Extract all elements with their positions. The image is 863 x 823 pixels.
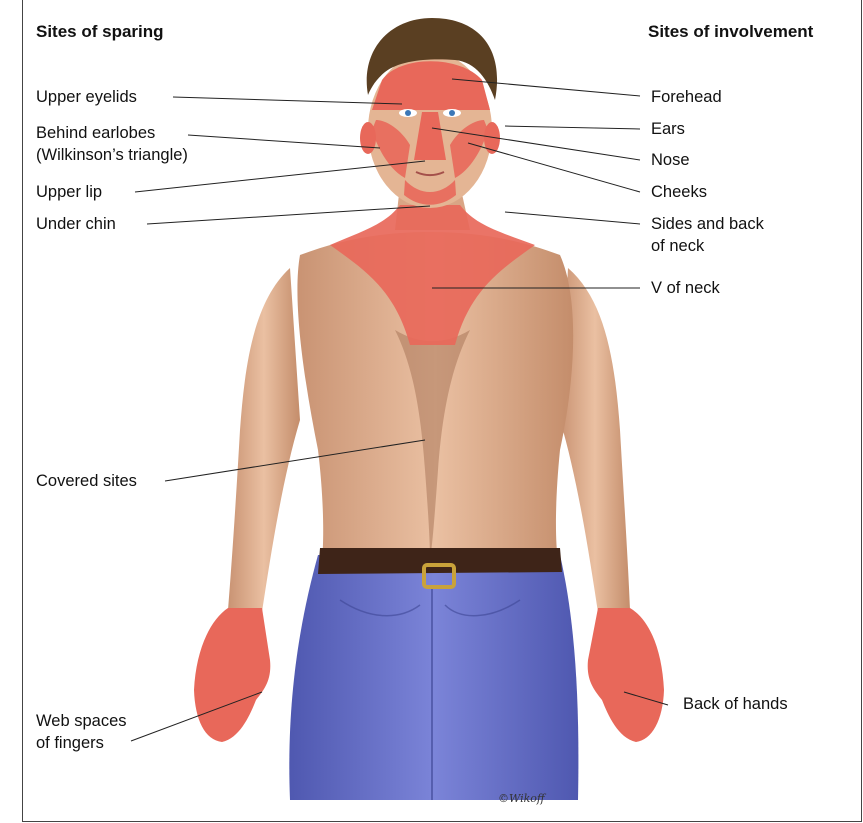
label-covered-sites: Covered sites xyxy=(36,470,137,492)
ear-left xyxy=(360,122,376,154)
label-upper-eyelids: Upper eyelids xyxy=(36,86,137,108)
label-neck-sides: Sides and back of neck xyxy=(651,213,764,257)
label-nose: Nose xyxy=(651,149,690,171)
belt xyxy=(318,548,562,574)
label-behind-earlobes: Behind earlobes (Wilkinson’s triangle) xyxy=(36,122,188,166)
label-web-spaces: Web spaces of fingers xyxy=(36,710,127,754)
label-under-chin: Under chin xyxy=(36,213,116,235)
label-upper-lip: Upper lip xyxy=(36,181,102,203)
sparing-header: Sites of sparing xyxy=(36,22,164,42)
label-back-hands: Back of hands xyxy=(683,693,788,715)
right-hand xyxy=(588,608,664,742)
label-ears: Ears xyxy=(651,118,685,140)
jeans xyxy=(289,555,578,800)
signature: ©Wikoff xyxy=(498,792,547,805)
involvement-header: Sites of involvement xyxy=(648,22,813,42)
label-v-neck: V of neck xyxy=(651,277,720,299)
label-cheeks: Cheeks xyxy=(651,181,707,203)
label-forehead: Forehead xyxy=(651,86,722,108)
left-arm xyxy=(228,268,300,612)
left-hand xyxy=(194,608,270,742)
